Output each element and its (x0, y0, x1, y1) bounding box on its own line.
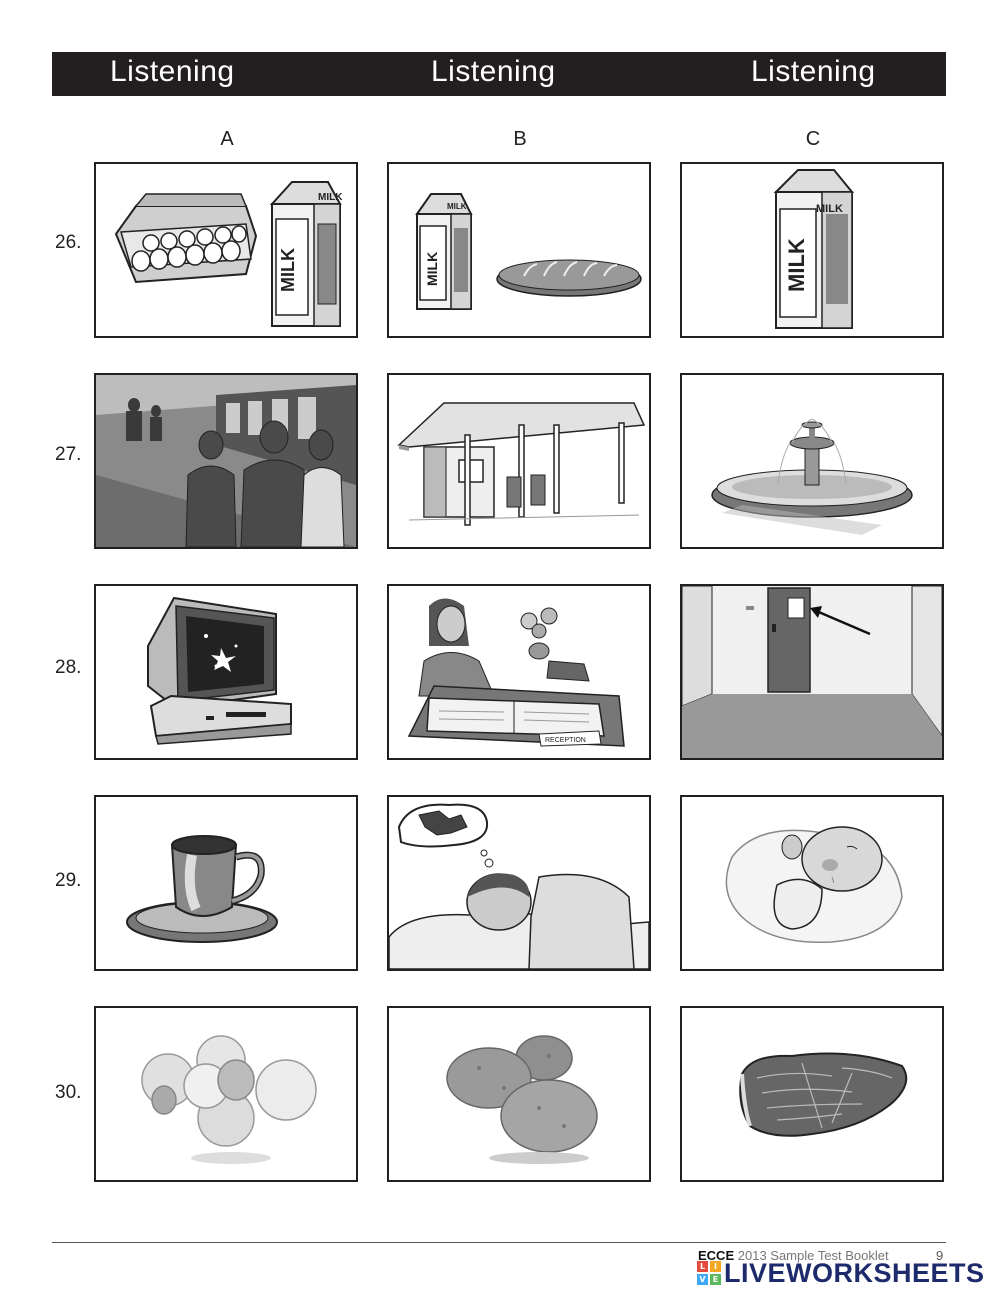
steak-icon (739, 1052, 908, 1137)
footer-booklet-title: ECCE 2013 Sample Test Booklet (698, 1248, 889, 1263)
header-label-3: Listening (751, 55, 876, 88)
logo-letter-i: I (710, 1261, 721, 1272)
liveworksheets-logo[interactable]: L I V E LIVEWORKSHEETS (697, 1258, 985, 1288)
option-29a-coffee-cup[interactable] (94, 795, 358, 971)
option-30c-steak[interactable] (680, 1006, 944, 1182)
coffee-cup-icon (126, 835, 278, 943)
flower-pot-icon (520, 607, 558, 660)
hallway-door-illustration (682, 586, 942, 758)
milk-label: MILK (784, 238, 809, 292)
fountain-illustration (711, 418, 913, 535)
header-label-1: Listening (110, 55, 235, 88)
page-number: 9 (936, 1248, 944, 1263)
question-number-29: 29. (55, 870, 82, 891)
option-28c-door-with-sign[interactable] (680, 584, 944, 760)
option-27a-train-station[interactable] (94, 373, 358, 549)
phone-icon (546, 660, 590, 682)
milk-label: MILK (424, 252, 440, 286)
milk-label-small: MILK (816, 203, 843, 215)
question-number-26: 26. (55, 232, 82, 253)
question-number-27: 27. (55, 444, 82, 465)
option-28b-receptionist[interactable]: RECEPTION (387, 584, 651, 760)
train-station-illustration (96, 375, 356, 547)
option-26b-milk-and-bread[interactable]: MILK MILK (387, 162, 651, 338)
logo-text: LIVEWORKSHEETS (724, 1257, 985, 1288)
milk-label: MILK (278, 248, 298, 292)
reception-sign: RECEPTION (545, 737, 586, 744)
milk-label-small: MILK (318, 192, 343, 203)
logo-squares-icon: L I V E (697, 1261, 721, 1285)
potatoes-icon (446, 1035, 598, 1164)
milk-carton-icon: MILK MILK (415, 193, 473, 310)
footer-brand: ECCE (698, 1248, 735, 1263)
option-30b-potatoes[interactable] (387, 1006, 651, 1182)
logo-letter-l: L (697, 1261, 708, 1272)
computer-icon (147, 596, 292, 745)
crying-baby-illustration (725, 826, 903, 944)
header-bar (52, 52, 946, 96)
option-30a-mushrooms[interactable] (94, 1006, 358, 1182)
option-27c-fountain[interactable] (680, 373, 944, 549)
logo-letter-e: E (710, 1274, 721, 1285)
option-29b-boy-dreaming[interactable] (387, 795, 651, 971)
gas-station-illustration (397, 402, 646, 526)
option-28a-computer[interactable] (94, 584, 358, 760)
option-26a-eggs-and-milk[interactable]: MILK MILK (94, 162, 358, 338)
milk-label-small: MILK (447, 202, 467, 211)
column-label-c: C (805, 128, 821, 150)
footer-divider (52, 1242, 946, 1243)
bread-loaf-icon (496, 259, 642, 297)
receptionist-illustration: RECEPTION (407, 598, 625, 747)
egg-carton-icon (114, 193, 258, 284)
sleeping-boy-illustration (389, 803, 649, 969)
logo-letter-v: V (697, 1274, 708, 1285)
question-number-30: 30. (55, 1082, 82, 1103)
column-label-b: B (513, 128, 527, 150)
option-27b-gas-station[interactable] (387, 373, 651, 549)
milk-carton-icon: MILK MILK (773, 169, 855, 329)
footer-booklet-text: 2013 Sample Test Booklet (737, 1248, 889, 1263)
option-26c-milk[interactable]: MILK MILK (680, 162, 944, 338)
milk-carton-icon: MILK MILK (269, 181, 343, 327)
column-label-a: A (220, 128, 234, 150)
option-29c-baby[interactable] (680, 795, 944, 971)
mushrooms-icon (141, 1035, 317, 1164)
question-number-28: 28. (55, 657, 82, 678)
header-label-2: Listening (431, 55, 556, 88)
